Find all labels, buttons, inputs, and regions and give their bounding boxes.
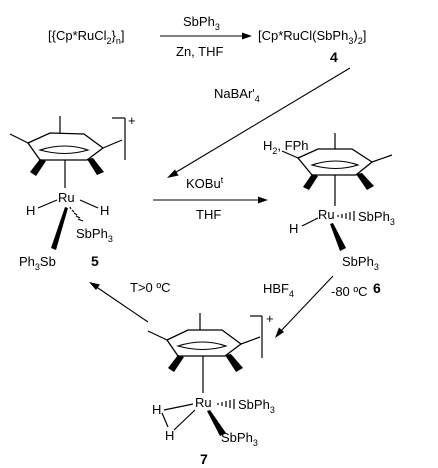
compound-6-ligand-1: SbPh3 xyxy=(358,209,395,227)
arrow-4-to-5-head xyxy=(167,169,179,178)
compound-7-wedge-bond xyxy=(207,410,226,436)
arrow-6-to-7-head xyxy=(275,327,284,338)
compound-5-ligand-right: SbPh3 xyxy=(76,226,113,244)
reagent-5-to-6-above: KOBut xyxy=(186,175,224,191)
compound-7-h-h-bond xyxy=(161,412,169,428)
top-product-formula: [Cp*RuCl(SbPh3)2] xyxy=(258,28,366,46)
compound-6-wedge-bond xyxy=(330,223,346,251)
arrow-4-to-5 xyxy=(172,67,351,175)
compound-4-number: 4 xyxy=(330,49,338,65)
compound-5-wedge-bond xyxy=(51,207,68,250)
compound-6-hashed-bond xyxy=(337,211,355,221)
compound-7-ru-h2-bond-1 xyxy=(163,403,194,411)
compound-7-cp-ring xyxy=(147,313,263,372)
arrow-7-to-5 xyxy=(94,285,149,323)
top-reagent-below: Zn, THF xyxy=(176,44,223,59)
compound-6-cp-ring xyxy=(281,133,393,190)
arrow-7-to-5-head xyxy=(89,282,100,290)
compound-7-charge: + xyxy=(266,311,274,326)
compound-5-metal: Ru xyxy=(58,190,75,205)
reagent-6-to-7: HBF4 xyxy=(263,281,294,299)
compound-6-number: 6 xyxy=(373,280,381,296)
compound-5-hydride-right: H xyxy=(100,203,109,218)
compound-5-cp-ring xyxy=(9,116,126,176)
compound-7-ligand-2: SbPh3 xyxy=(221,430,258,448)
compound-5-ru-h-right xyxy=(79,199,99,209)
compound-7-dihydrogen-2: H xyxy=(165,428,174,443)
arrow-5-to-6-head xyxy=(258,196,268,204)
compound-5-number: 5 xyxy=(91,253,99,269)
compound-6-metal: Ru xyxy=(318,207,335,222)
temperature-6-to-7: -80 ºC xyxy=(331,284,368,299)
compound-5-ru-h-left xyxy=(37,199,58,209)
top-reaction-arrowhead xyxy=(242,32,252,40)
compound-7-metal: Ru xyxy=(195,395,212,410)
compound-5-ligand-left: Ph3Sb xyxy=(19,254,56,272)
compound-5-hashed-bond xyxy=(69,206,84,222)
top-reactant-formula: [{Cp*RuCl2}n] xyxy=(48,28,125,46)
compound-7-dihydrogen-1: H xyxy=(152,402,161,417)
compound-6-ru-h-bond xyxy=(301,217,319,227)
compound-5-hydride-left: H xyxy=(26,203,35,218)
top-reagent-above: SbPh3 xyxy=(183,14,220,32)
compound-7-ligand-1: SbPh3 xyxy=(238,397,275,415)
compound-7-ru-h2-bond-2 xyxy=(173,409,196,431)
compound-7-hashed-bond xyxy=(217,399,235,409)
compound-5-charge: + xyxy=(128,113,136,128)
reagent-4-to-5-line1: NaBAr'4 xyxy=(214,86,260,104)
reagent-5-to-6-below: THF xyxy=(196,207,221,222)
compound-6-hydride: H xyxy=(289,221,298,236)
compound-7-number: 7 xyxy=(200,451,208,467)
condition-7-to-5: T>0 ºC xyxy=(130,280,171,295)
arrow-6-to-7 xyxy=(278,275,334,334)
reagent-4-to-5-line2: H2, FPh xyxy=(263,138,308,156)
compound-6-ligand-2: SbPh3 xyxy=(342,254,379,272)
